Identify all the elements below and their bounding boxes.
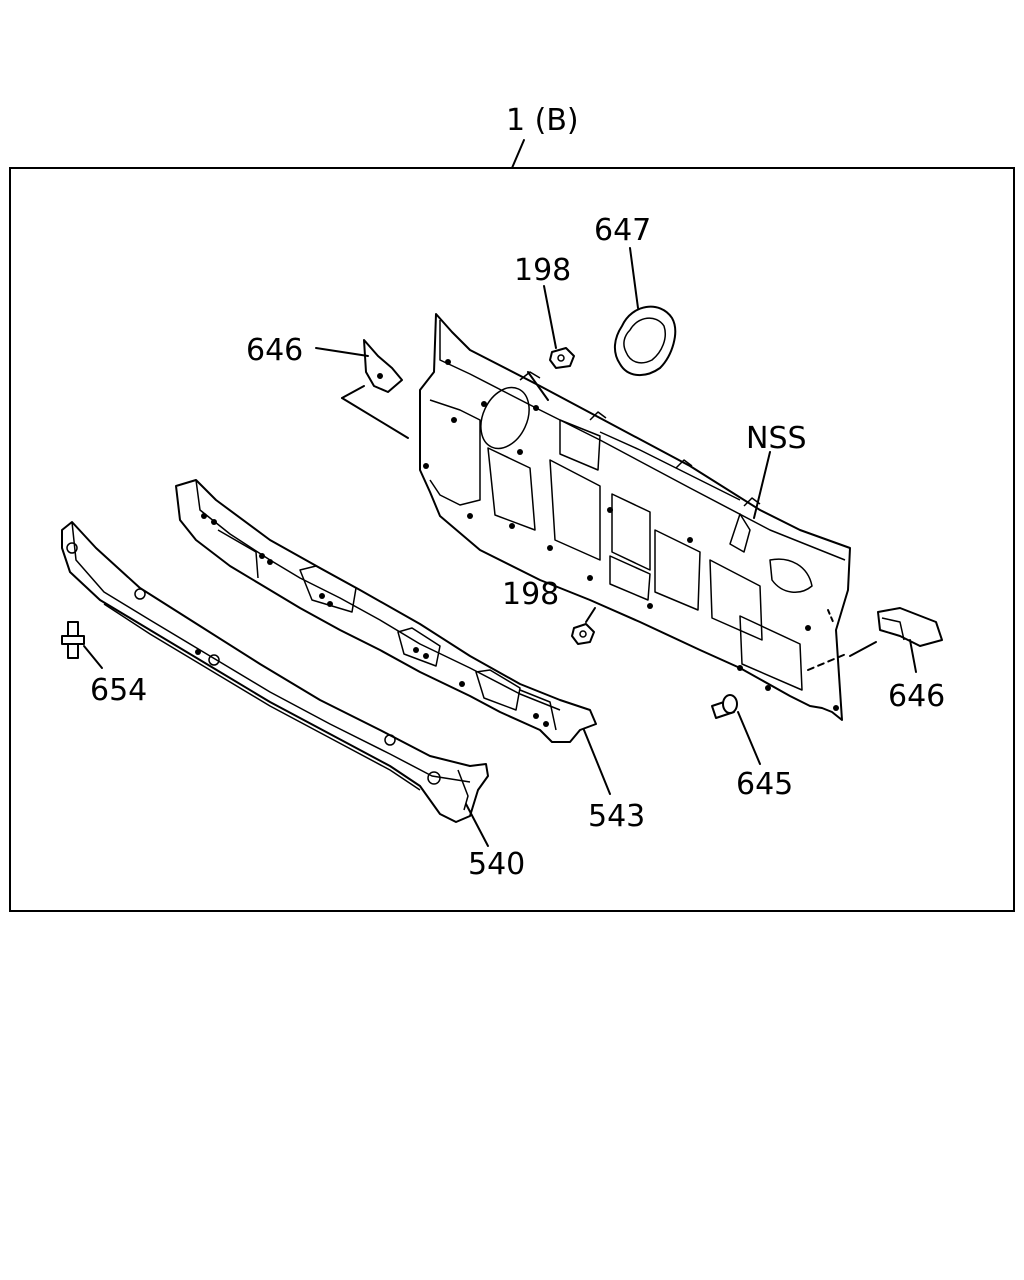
grommet-647 (614, 305, 677, 376)
front-beam (61, 521, 489, 823)
leader-lines (83, 247, 917, 847)
callout-198-mid: 198 (502, 577, 559, 612)
bolt-654 (61, 621, 85, 659)
callout-645: 645 (736, 767, 793, 802)
assembly-frame (9, 167, 1015, 912)
nut-198-mid (571, 623, 595, 645)
callout-198-top: 198 (514, 253, 571, 288)
assembly-label: 1 (B) (506, 103, 579, 138)
callout-646-left: 646 (246, 333, 303, 368)
callout-nss: NSS (746, 421, 807, 456)
bracket-646-right (877, 607, 943, 647)
dash-panel (419, 313, 851, 721)
bolt-645 (711, 694, 738, 719)
cross-member (175, 479, 597, 743)
nut-198-top (549, 347, 575, 369)
callout-647: 647 (594, 213, 651, 248)
assembly-leader (511, 139, 525, 169)
callout-646-right: 646 (888, 679, 945, 714)
callout-543: 543 (588, 799, 645, 834)
callout-654: 654 (90, 673, 147, 708)
callout-540: 540 (468, 847, 525, 882)
bracket-646-left (363, 339, 403, 393)
